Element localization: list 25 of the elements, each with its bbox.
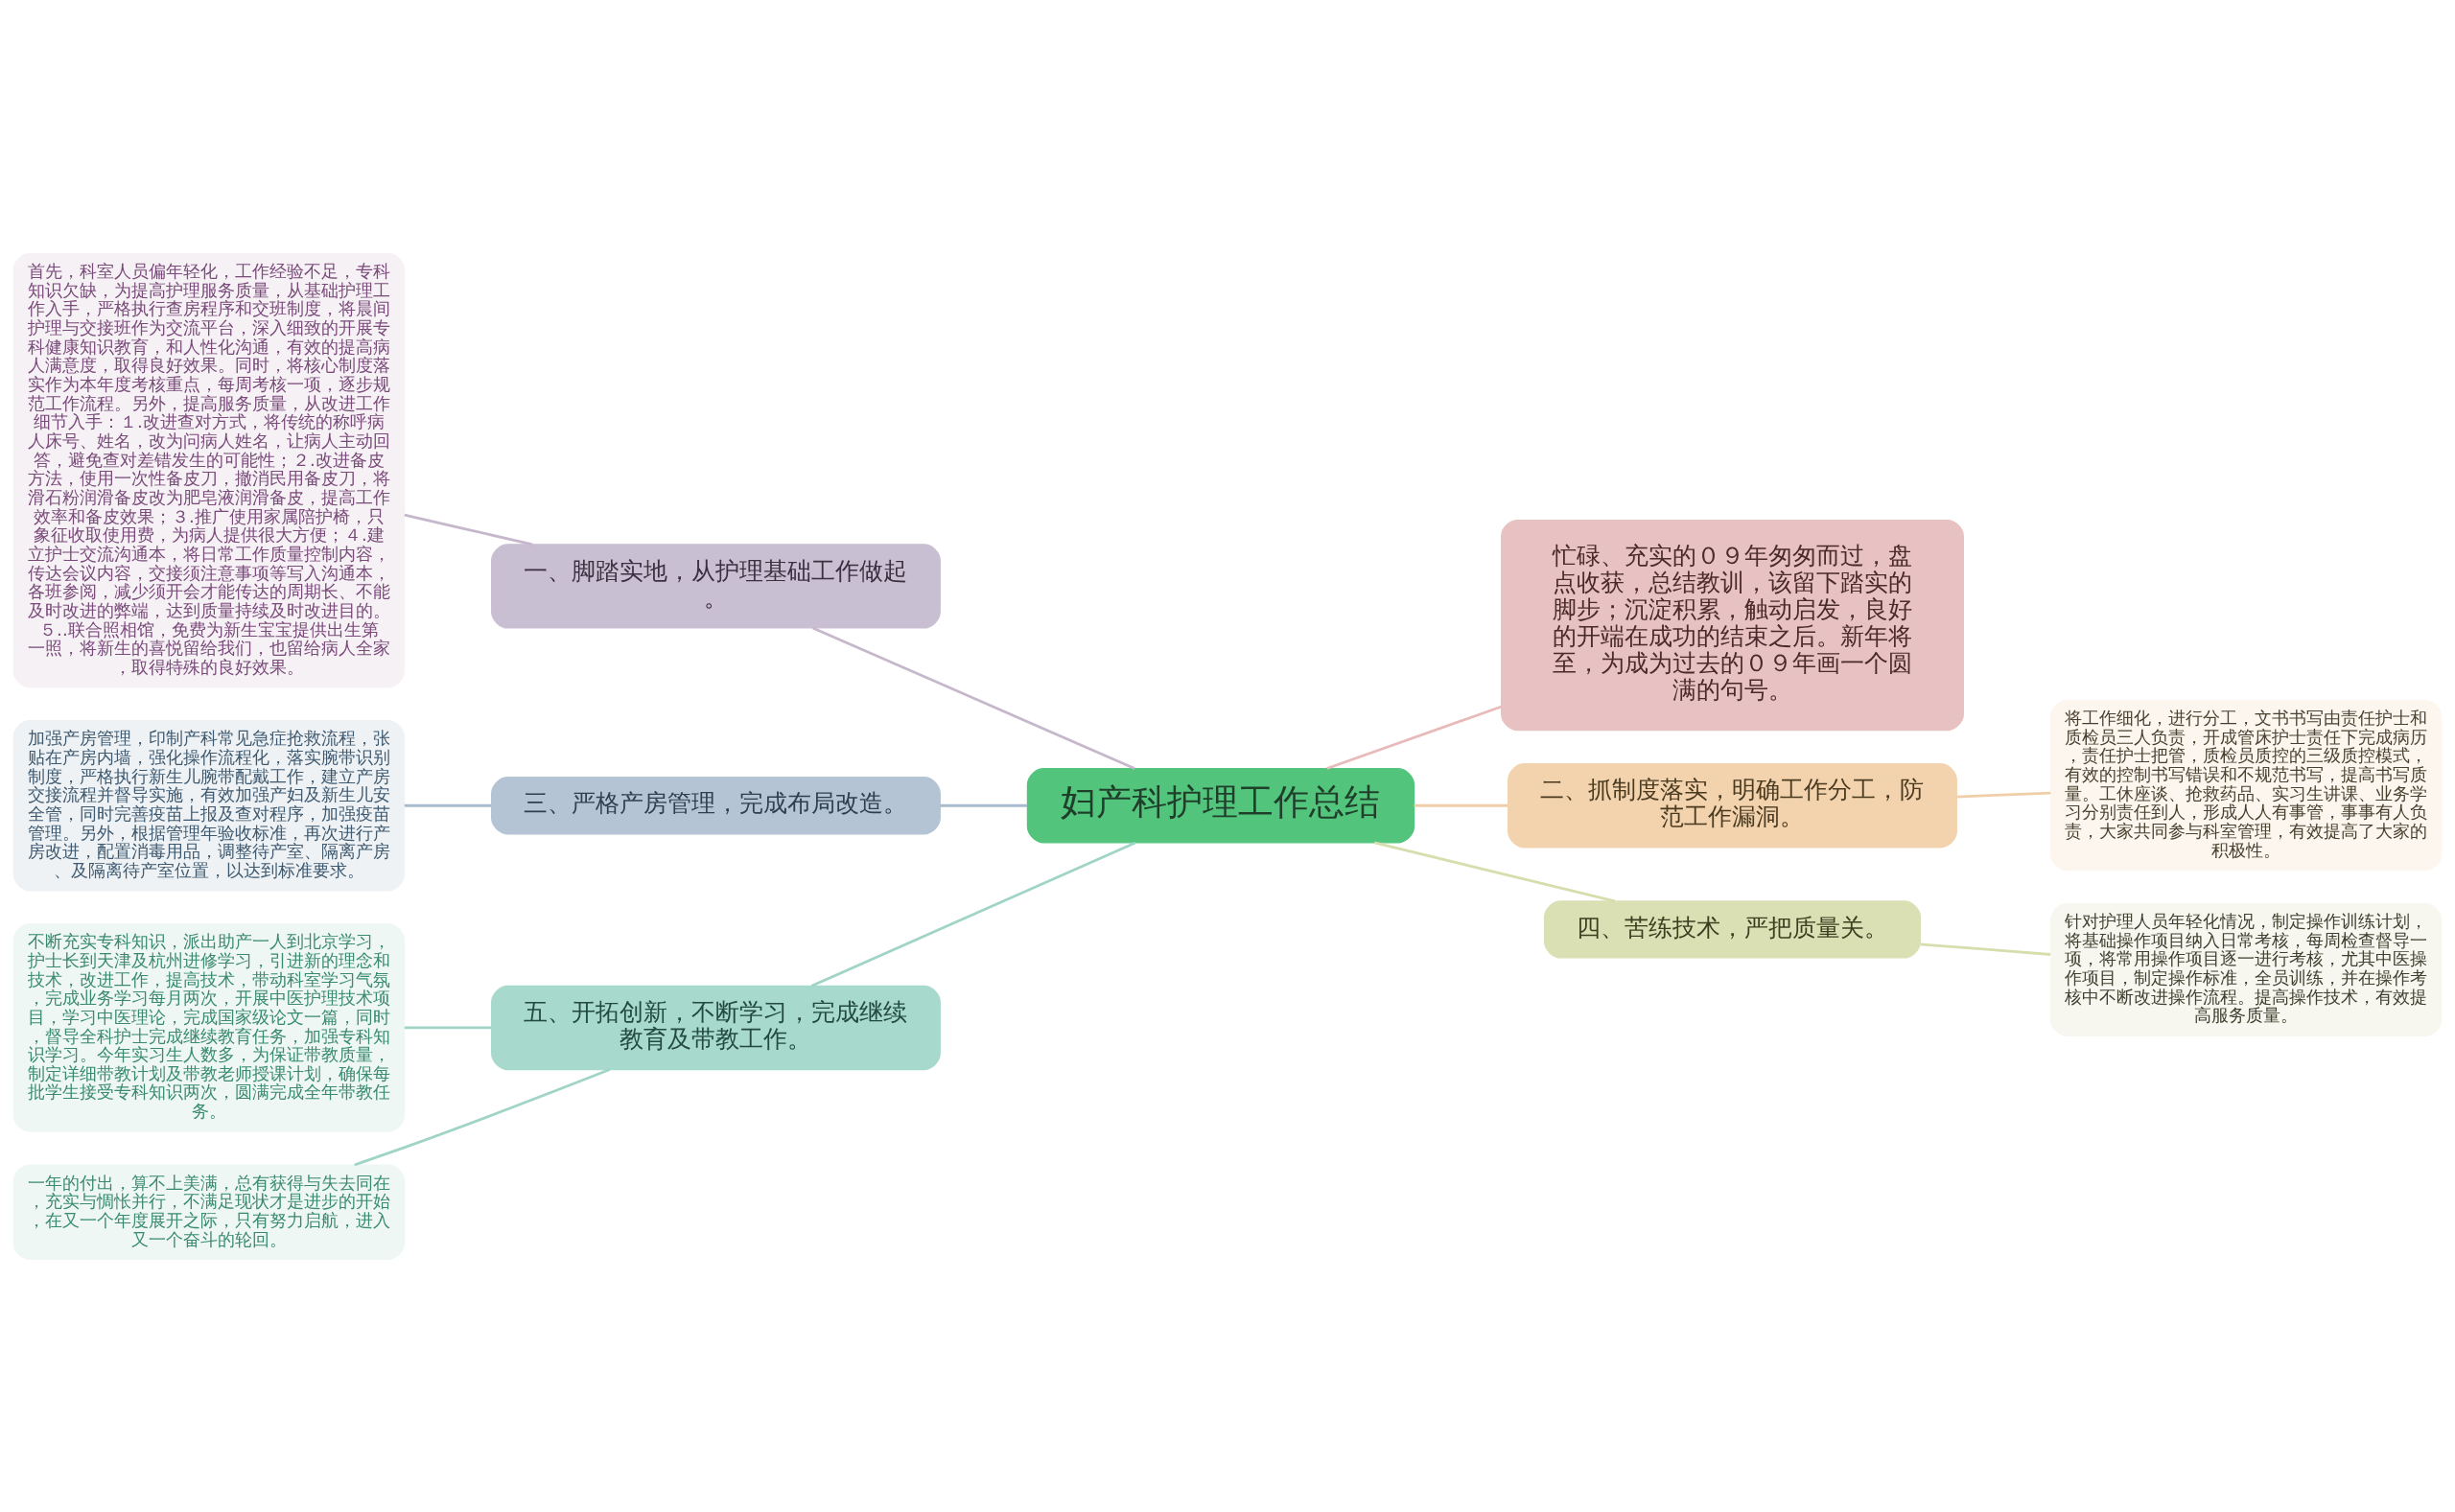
node-box: 一年的付出，算不上美满，总有获得与失去同在，充实与惆怅并行，不满足现状才是进步的开始，在又一个年度展开之际，只有努力启航，进入又一个奋斗的轮回。	[12, 1163, 406, 1260]
connector	[1326, 705, 1503, 770]
connector	[940, 803, 1028, 807]
node-box: 二、抓制度落实，明确工作分工，防范工作漏洞。	[1508, 762, 1957, 848]
node-box: 加强产房管理，印制产科常见急症抢救流程，张贴在产房内墙，强化操作流程化，落实腕带识别制度，严格执行新生儿腕带配戴工作，建立产房交接流程并督导实施，有效加强产妇及新生儿安全管，同时完善疫苗上报及查对程序，加强疫苗管理。另外，根据管理年验收标准，再次进行产房改进，配置消毒用品，调整待产室、隔离产房、及隔离待产室位置，以达到标准要求。	[12, 719, 406, 891]
node-box: 五、开拓创新，不断学习，完成继续教育及带教工作。	[491, 985, 941, 1070]
node-box: 将工作细化，进行分工，文书书写由责任护士和质检员三人负责，开成管床护士责任下完成病历，责任护士把管，质检员质控的三级质控模式，有效的控制书写错误和不规范书写，提高书写质量。工休座谈、抢救药品、实习生讲课、业务学习分别责任到人，形成人人有事管，事事有人负责，大家共同参与科室管理，有效提高了大家的积极性。	[2049, 699, 2443, 871]
connector	[404, 1026, 492, 1029]
connector	[1414, 803, 1508, 807]
connector	[404, 513, 533, 546]
connector	[1373, 841, 1616, 902]
node-box: 一、脚踏实地，从护理基础工作做起。	[491, 543, 941, 629]
node-box: 四、苦练技术，严把质量关。	[1543, 899, 1922, 959]
connector	[1956, 791, 2051, 798]
node-box: 针对护理人员年轻化情况，制定操作训练计划，将基础操作项目纳入日常考核，每周检查督导一项，将常用操作项目逐一进行考核，尤其中医操作项目，制定操作标准，全员训练，并在操作考核中不断改进操作流程。提高操作技术，有效提高服务质量。	[2049, 902, 2443, 1036]
node-box: 妇产科护理工作总结	[1026, 767, 1415, 844]
node-box: 忙碌、充实的０９年匆匆而过，盘点收获，总结教训，该留下踏实的脚步；沉淀积累，触动启发，良好的开端在成功的结束之后。新年将至，为成为过去的０９年画一个圆满的句号。	[1501, 519, 1964, 731]
node-box: 不断充实专科知识，派出助产一人到北京学习，护士长到天津及杭州进修学习，引进新的理念和技术，改进工作，提高技术，带动科室学习气氛，完成业务学习每月两次，开展中医护理技术项目，学习中医理论，完成国家级论文一篇，同时，督导全科护士完成继续教育任务，加强专科知识学习。今年实习生人数多，为保证带教质量，制定详细带教计划及带教老师授课计划，确保每批学生接受专科知识两次，圆满完成全年带教任务。	[12, 922, 406, 1132]
connector	[404, 803, 492, 807]
connector	[1920, 942, 2051, 956]
connector	[810, 841, 1136, 988]
node-box: 首先，科室人员偏年轻化，工作经验不足，专科知识欠缺，为提高护理服务质量，从基础护理工作入手，严格执行查房程序和交班制度，将晨间护理与交接班作为交流平台，深入细致的开展专科健康知识教育，和人性化沟通，有效的提高病人满意度，取得良好效果。同时，将核心制度落实作为本年度考核重点，每周考核一项，逐步规范工作流程。另外，提高服务质量，从改进工作细节入手：１.改进查对方式，将传统的称呼病人床号、姓名，改为问病人姓名，让病人主动回答，避免查对差错发生的可能性；２.改进备皮方法，使用一次性备皮刀，撤消民用备皮刀，将滑石粉润滑备皮改为肥皂液润滑备皮，提高工作效率和备皮效果；３.推广使用家属陪护椅，只象征收取使用费，为病人提供很大方便；４.建立护士交流沟通本，将日常工作质量控制内容，传达会议内容，交接须注意事项等写入沟通本，各班参阅，减少须开会才能传达的周期长、不能及时改进的弊端，达到质量持续及时改进目的。５..联合照相馆，免费为新生宝宝提供出生第一照，将新生的喜悦留给我们，也留给病人全家，取得特殊的良好效果。	[12, 252, 406, 687]
connector	[812, 626, 1135, 770]
node-box: 三、严格产房管理，完成布局改造。	[491, 776, 941, 834]
connector	[354, 1067, 611, 1166]
